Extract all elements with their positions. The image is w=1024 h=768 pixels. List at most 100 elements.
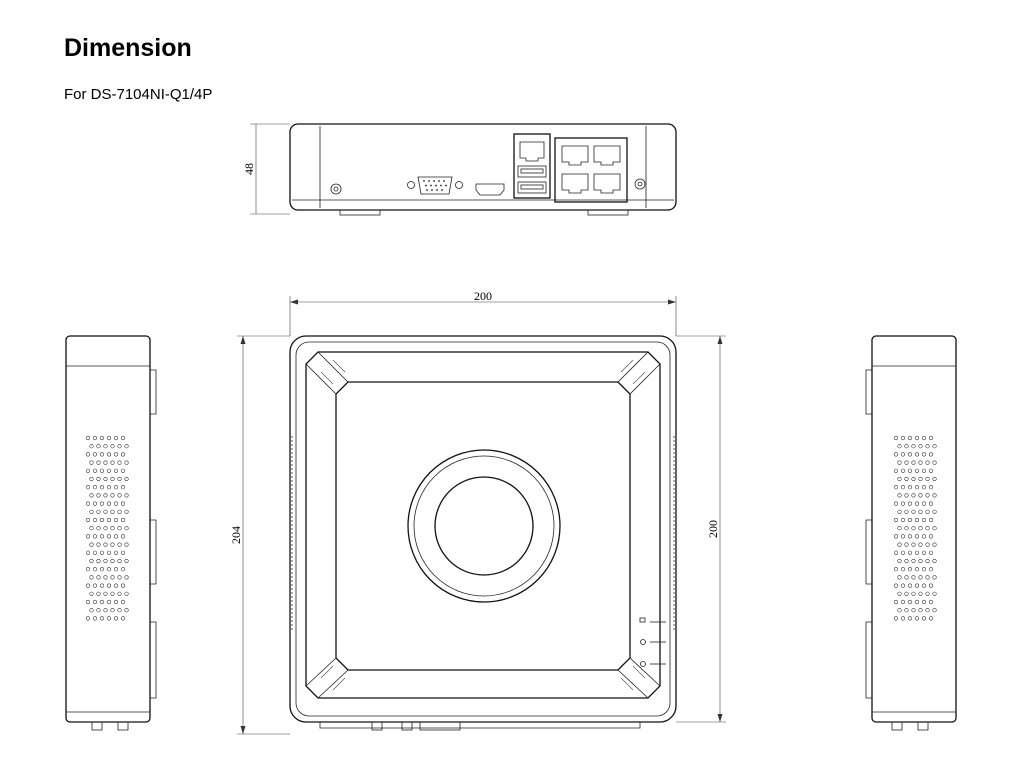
vent-hole <box>897 493 902 498</box>
vent-hole <box>103 509 108 514</box>
vent-hole <box>89 575 94 580</box>
vent-hole <box>893 616 899 621</box>
vent-hole <box>85 485 91 490</box>
vent-hole <box>914 534 920 539</box>
vent-hole <box>928 616 934 621</box>
vent-hole <box>117 526 122 531</box>
vent-hole <box>110 526 115 531</box>
vent-hole <box>925 526 930 531</box>
vent-hole <box>92 616 98 621</box>
vent-hole <box>85 599 91 605</box>
vent-hole <box>113 616 119 621</box>
vent-hole <box>124 460 129 465</box>
vent-hole <box>932 509 937 514</box>
vent-hole <box>106 517 112 523</box>
vent-hole <box>914 517 920 523</box>
vent-hole <box>925 460 930 465</box>
vent-hole <box>85 435 91 441</box>
vent-hole <box>106 550 112 555</box>
vent-hole <box>120 468 126 473</box>
vent-hole <box>120 435 126 441</box>
vent-hole <box>893 550 899 555</box>
vent-hole <box>120 599 126 605</box>
vent-hole <box>120 452 126 457</box>
vent-hole <box>914 599 920 605</box>
vent-hole <box>914 550 920 555</box>
vent-hole <box>911 509 916 514</box>
vent-hole <box>117 542 122 547</box>
vent-hole <box>85 616 91 621</box>
vent-hole <box>124 542 129 547</box>
vent-hole <box>918 608 923 613</box>
vent-hole <box>918 558 923 564</box>
vent-hole <box>897 558 902 564</box>
vent-hole <box>897 542 902 547</box>
vent-hole <box>85 501 91 506</box>
vent-hole <box>900 534 906 539</box>
vent-hole <box>921 517 927 523</box>
vent-hole <box>106 485 112 490</box>
vent-hole <box>120 501 126 506</box>
vent-hole <box>124 476 129 482</box>
vent-hole <box>900 599 906 605</box>
vent-hole <box>96 591 101 596</box>
vent-hole <box>117 558 122 564</box>
vent-hole <box>96 460 101 465</box>
vent-hole <box>110 509 115 514</box>
vent-hole <box>85 468 91 473</box>
vent-hole <box>92 468 98 473</box>
vent-hole <box>113 485 119 490</box>
vent-hole <box>92 550 98 555</box>
vent-hole <box>921 485 927 490</box>
vent-hole <box>932 476 937 482</box>
vent-hole <box>92 485 98 490</box>
vent-hole <box>904 591 909 596</box>
vent-hole <box>89 542 94 547</box>
vent-hole <box>911 591 916 596</box>
vent-hole <box>117 575 122 580</box>
vent-hole <box>914 435 920 441</box>
vent-hole <box>92 501 98 506</box>
vent-hole <box>914 468 920 473</box>
vent-hole <box>911 558 916 564</box>
vent-hole <box>900 435 906 441</box>
vent-hole <box>900 550 906 555</box>
vent-hole <box>904 444 909 449</box>
vent-hole <box>124 575 129 580</box>
vent-hole <box>932 460 937 465</box>
vent-hole <box>907 550 913 555</box>
vent-hole <box>928 550 934 555</box>
vent-hole <box>897 444 902 449</box>
vent-hole <box>925 575 930 580</box>
poe-ports <box>554 137 628 203</box>
vent-hole <box>89 460 94 465</box>
vent-hole <box>928 583 934 588</box>
vent-hole <box>928 567 934 572</box>
vent-hole <box>124 509 129 514</box>
vent-hole <box>911 575 916 580</box>
vent-hole <box>96 575 101 580</box>
vent-hole <box>897 575 902 580</box>
vent-hole <box>85 583 91 588</box>
vent-hole <box>904 460 909 465</box>
vent-hole <box>96 493 101 498</box>
vent-hole <box>914 452 920 457</box>
vent-hole <box>904 476 909 482</box>
vent-hole <box>89 591 94 596</box>
vent-hole <box>918 542 923 547</box>
vent-hole <box>928 534 934 539</box>
vent-hole <box>907 534 913 539</box>
vent-hole <box>113 599 119 605</box>
vent-hole <box>911 493 916 498</box>
vent-hole <box>893 452 899 457</box>
vent-hole <box>92 534 98 539</box>
vent-hole <box>92 452 98 457</box>
right-side-view <box>865 335 957 731</box>
vent-hole <box>113 534 119 539</box>
vent-hole <box>928 452 934 457</box>
vent-hole <box>893 468 899 473</box>
vent-hole <box>932 591 937 596</box>
vent-hole <box>925 542 930 547</box>
vent-hole <box>117 608 122 613</box>
vent-hole <box>928 599 934 605</box>
